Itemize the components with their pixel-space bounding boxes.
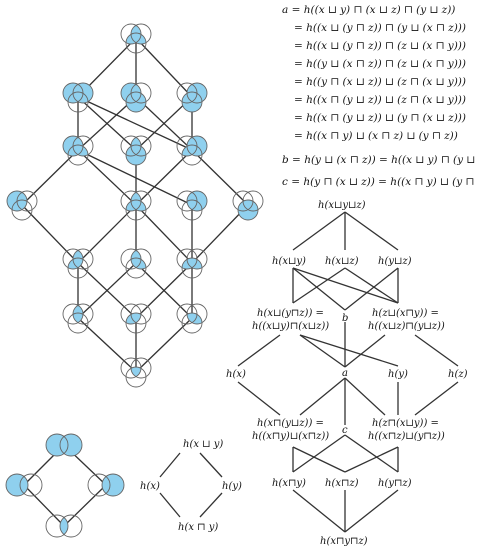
venn-circle-outline	[125, 312, 147, 334]
lattice-z: h(z)	[448, 369, 468, 380]
label-lattice-edges	[237, 211, 459, 533]
venn-node-2	[120, 82, 152, 113]
venn-circle-outline	[45, 433, 69, 457]
lattice-bottom: h(x⊓y⊓z)	[320, 536, 368, 547]
lattice-c: c	[342, 425, 348, 436]
equations-block: a = h((x ⊔ y) ⊓ (x ⊔ z) ⊓ (y ⊔ z)) = h((…	[282, 4, 477, 188]
lattice-top: h(x⊔y⊔z)	[318, 200, 366, 211]
lattice-x-meet-z: h(x⊓z)	[325, 478, 359, 489]
small-venn-edges	[23, 444, 107, 527]
venn-node-5	[120, 135, 152, 166]
venn-shade	[6, 474, 28, 496]
venn-node-0	[120, 23, 152, 54]
venn-shade	[73, 304, 83, 324]
venn-circle-outline	[125, 32, 147, 54]
venn-circle-outline	[181, 91, 203, 113]
venn-circle-outline	[67, 144, 89, 166]
venn-circle-outline	[45, 514, 69, 538]
diamond-right-label: h(y)	[222, 481, 242, 492]
eq-a-line-0: a = h((x ⊔ y) ⊓ (x ⊔ z) ⊓ (y ⊔ z))	[282, 4, 455, 16]
venn-circle-outline	[125, 91, 147, 113]
lattice-right-low-2: h((x⊓z)⊔(y⊓z))	[368, 431, 445, 442]
venn-circle-outline	[125, 366, 147, 388]
venn-node-6	[176, 135, 208, 166]
lattice-x-join-y: h(x⊔y)	[272, 256, 306, 267]
small-venn-node-3	[45, 514, 83, 538]
eq-a-line-2: = h((x ⊔ (y ⊓ z)) ⊓ (z ⊔ (x ⊓ y)))	[294, 40, 466, 52]
lattice-left-mid-2: h((x⊔y)⊓(x⊔z))	[252, 321, 329, 332]
venn-circle-outline	[59, 514, 83, 538]
venn-shade	[60, 515, 68, 537]
venn-nodes	[6, 23, 264, 388]
lattice-left-low-2: h((x⊓y)⊔(x⊓z))	[252, 431, 329, 442]
venn-circle-outline	[19, 473, 43, 497]
venn-shade	[131, 367, 141, 378]
venn-circle-outline	[5, 473, 29, 497]
venn-circle-outline	[125, 257, 147, 279]
diamond-left-label: h(x)	[140, 481, 160, 492]
venn-circle-outline	[181, 144, 203, 166]
lattice-a: a	[342, 368, 348, 379]
eq-a-line-1: = h((x ⊔ (y ⊓ z)) ⊓ (y ⊔ (x ⊓ z)))	[294, 22, 466, 34]
small-venn-node-2	[87, 473, 125, 497]
lattice-y-join-z: h(y⊔z)	[378, 256, 412, 267]
venn-node-4	[62, 135, 94, 166]
venn-circle-outline	[181, 257, 203, 279]
lattice-b: b	[342, 313, 348, 324]
venn-circle-outline	[125, 199, 147, 221]
venn-circle-outline	[125, 144, 147, 166]
eq-b-line: b = h(y ⊔ (x ⊓ z)) = h((x ⊔ y) ⊓ (y ⊔ z)…	[282, 154, 477, 166]
eq-a-line-5: = h((x ⊓ (y ⊔ z)) ⊔ (z ⊓ (x ⊔ y)))	[294, 94, 466, 106]
lattice-x: h(x)	[226, 369, 246, 380]
small-label-diamond: h(x ⊔ y) h(x) h(y) h(x ⊓ y)	[140, 439, 242, 533]
eq-a-line-6: = h((x ⊓ (y ⊔ z)) ⊔ (y ⊓ (x ⊔ z)))	[294, 112, 466, 124]
eq-a-line-7: = h((x ⊓ y) ⊔ (x ⊓ z) ⊔ (y ⊓ z))	[294, 130, 458, 142]
lattice-left-low-1: h(x⊓(y⊔z)) =	[257, 418, 324, 429]
diamond-top-label: h(x ⊔ y)	[183, 439, 223, 450]
venn-node-9	[176, 190, 208, 221]
lattice-right-low-1: h(z⊓(x⊔y)) =	[372, 418, 439, 429]
lattice-x-join-z: h(x⊔z)	[325, 256, 359, 267]
venn-node-11	[62, 248, 94, 279]
venn-circle-outline	[181, 312, 203, 334]
lattice-x-meet-y: h(x⊓y)	[272, 478, 306, 489]
venn-shade	[102, 474, 124, 496]
label-lattice-text: h(x⊔y⊔z) h(x⊔y) h(x⊔z) h(y⊔z) h(x⊔(y⊓z))…	[226, 200, 468, 547]
venn-node-3	[176, 82, 208, 113]
venn-circle-outline	[181, 199, 203, 221]
venn-node-7	[6, 190, 38, 221]
small-venn-nodes	[5, 433, 125, 538]
lattice-y-meet-z: h(y⊓z)	[378, 478, 412, 489]
lattice-y: h(y)	[388, 369, 408, 380]
venn-node-8	[120, 190, 152, 221]
small-venn-node-0	[45, 433, 83, 457]
venn-node-1	[62, 82, 94, 113]
eq-c-line: c = h(y ⊓ (x ⊔ z)) = h((x ⊓ y) ⊔ (y ⊓ z)…	[282, 176, 477, 188]
venn-node-10	[232, 190, 264, 221]
eq-a-line-4: = h((y ⊓ (x ⊔ z)) ⊔ (z ⊓ (x ⊔ y)))	[294, 76, 466, 88]
venn-circle-outline	[67, 312, 89, 334]
venn-node-15	[120, 303, 152, 334]
venn-circle-outline	[67, 91, 89, 113]
venn-circle-outline	[87, 473, 111, 497]
diamond-bottom-label: h(x ⊓ y)	[178, 522, 218, 533]
lattice-right-mid-1: h(z⊔(x⊓y)) =	[372, 308, 439, 319]
small-venn-node-1	[5, 473, 43, 497]
lattice-right-mid-2: h((x⊔z)⊓(y⊔z))	[368, 321, 445, 332]
venn-circle-outline	[11, 199, 33, 221]
venn-node-14	[62, 303, 94, 334]
venn-shade	[60, 434, 82, 456]
venn-node-17	[120, 357, 152, 388]
venn-circle-outline	[67, 257, 89, 279]
lattice-left-mid-1: h(x⊔(y⊓z)) =	[257, 308, 324, 319]
venn-circle-outline	[237, 199, 259, 221]
eq-a-line-3: = h((y ⊔ (x ⊓ z)) ⊓ (z ⊔ (x ⊓ y)))	[294, 58, 466, 70]
venn-circle-outline	[59, 433, 83, 457]
venn-node-13	[176, 248, 208, 279]
venn-node-12	[120, 248, 152, 279]
venn-circle-outline	[101, 473, 125, 497]
venn-node-16	[176, 303, 208, 334]
